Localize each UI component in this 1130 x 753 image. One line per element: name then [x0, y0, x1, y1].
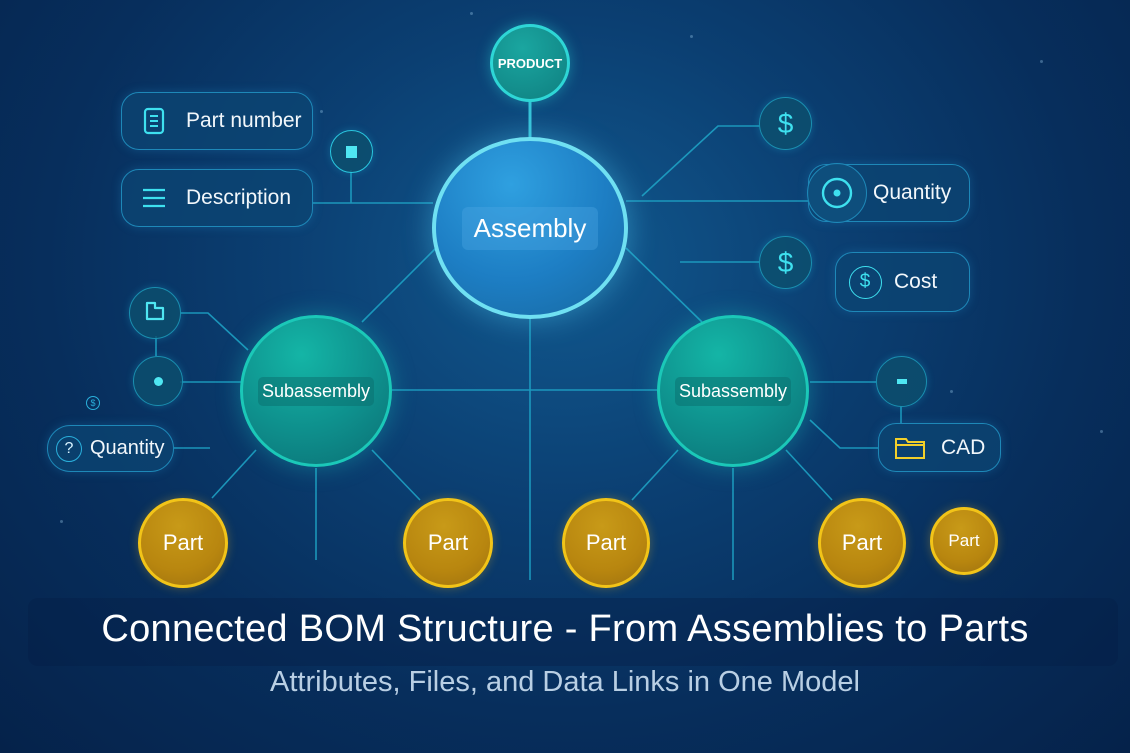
part-label: Part — [162, 530, 204, 555]
background-dot — [690, 35, 693, 38]
dot-icon — [153, 376, 163, 386]
line-dollar-top — [641, 125, 760, 197]
square-icon — [346, 145, 357, 158]
part-node[interactable]: Part — [562, 498, 650, 588]
line-sub-right-part-3 — [631, 449, 679, 501]
part-label: Part — [585, 530, 627, 555]
document-icon — [122, 107, 186, 135]
line-sub-right-part-4 — [785, 449, 833, 501]
product-node[interactable]: PRODUCT — [490, 24, 570, 102]
folder-icon — [879, 436, 941, 460]
attribute-description[interactable]: Description — [121, 169, 313, 227]
minus-icon — [896, 379, 907, 384]
caption-title: Connected BOM Structure - From Assemblie… — [101, 608, 1029, 650]
background-dot — [60, 520, 63, 523]
subassembly-label: Subassembly — [674, 376, 792, 406]
attribute-quantity-left[interactable]: ? Quantity — [47, 425, 174, 472]
minus-node[interactable] — [876, 356, 927, 407]
attribute-cad[interactable]: CAD — [878, 423, 1001, 472]
dollar-icon: $ — [777, 246, 794, 278]
attribute-label: Cost — [894, 270, 938, 293]
background-dot — [470, 12, 473, 15]
dollar-small-glyph: $ — [90, 398, 96, 408]
line-sub-left-part-2 — [371, 449, 421, 501]
caption-panel — [28, 598, 1118, 666]
line-sub-right-cad — [809, 419, 878, 449]
attribute-label: CAD — [941, 435, 986, 459]
line-assembly-sub-left — [361, 247, 437, 323]
dollar-small-icon: $ — [86, 396, 100, 410]
line-sub-left-part-1 — [211, 449, 257, 499]
attribute-label: Part number — [186, 109, 302, 132]
background-dot — [1040, 60, 1043, 63]
file-icon — [144, 300, 166, 327]
part-label: Part — [841, 530, 883, 555]
dollar-node-top[interactable]: $ — [759, 97, 812, 150]
attribute-quantity[interactable]: Quantity — [807, 163, 970, 223]
dot-node[interactable] — [133, 356, 183, 406]
part-node[interactable]: Part — [138, 498, 228, 588]
dollar-node-mid[interactable]: $ — [759, 236, 812, 289]
part-node[interactable]: Part — [403, 498, 493, 588]
attribute-part-number[interactable]: Part number — [121, 92, 313, 150]
attribute-cost[interactable]: $ Cost — [835, 252, 970, 312]
background-dot — [950, 390, 953, 393]
square-node[interactable] — [330, 130, 373, 173]
part-node[interactable]: Part — [818, 498, 906, 588]
part-node-small[interactable]: Part — [930, 507, 998, 575]
product-label: PRODUCT — [497, 55, 563, 71]
dollar-circle-icon: $ — [836, 265, 894, 299]
background-dot — [1100, 430, 1103, 433]
attribute-label: Quantity — [873, 181, 952, 204]
dollar-icon: $ — [777, 107, 794, 139]
assembly-node[interactable]: Assembly — [432, 137, 628, 319]
target-icon — [807, 163, 867, 223]
line-file-sub-left — [180, 312, 249, 351]
subassembly-node-right[interactable]: Subassembly — [657, 315, 809, 467]
subassembly-label: Subassembly — [257, 376, 375, 406]
background-dot — [320, 110, 323, 113]
caption-subtitle: Attributes, Files, and Data Links in One… — [270, 666, 860, 698]
part-label: Part — [948, 531, 980, 550]
question-icon: ? — [48, 435, 90, 462]
attribute-label: Description — [186, 186, 292, 209]
attribute-label: Quantity — [90, 437, 165, 459]
assembly-label: Assembly — [461, 206, 599, 250]
menu-lines-icon — [122, 187, 186, 209]
subassembly-node-left[interactable]: Subassembly — [240, 315, 392, 467]
file-node[interactable] — [129, 287, 181, 339]
part-label: Part — [427, 530, 469, 555]
line-assembly-sub-right — [625, 247, 703, 323]
